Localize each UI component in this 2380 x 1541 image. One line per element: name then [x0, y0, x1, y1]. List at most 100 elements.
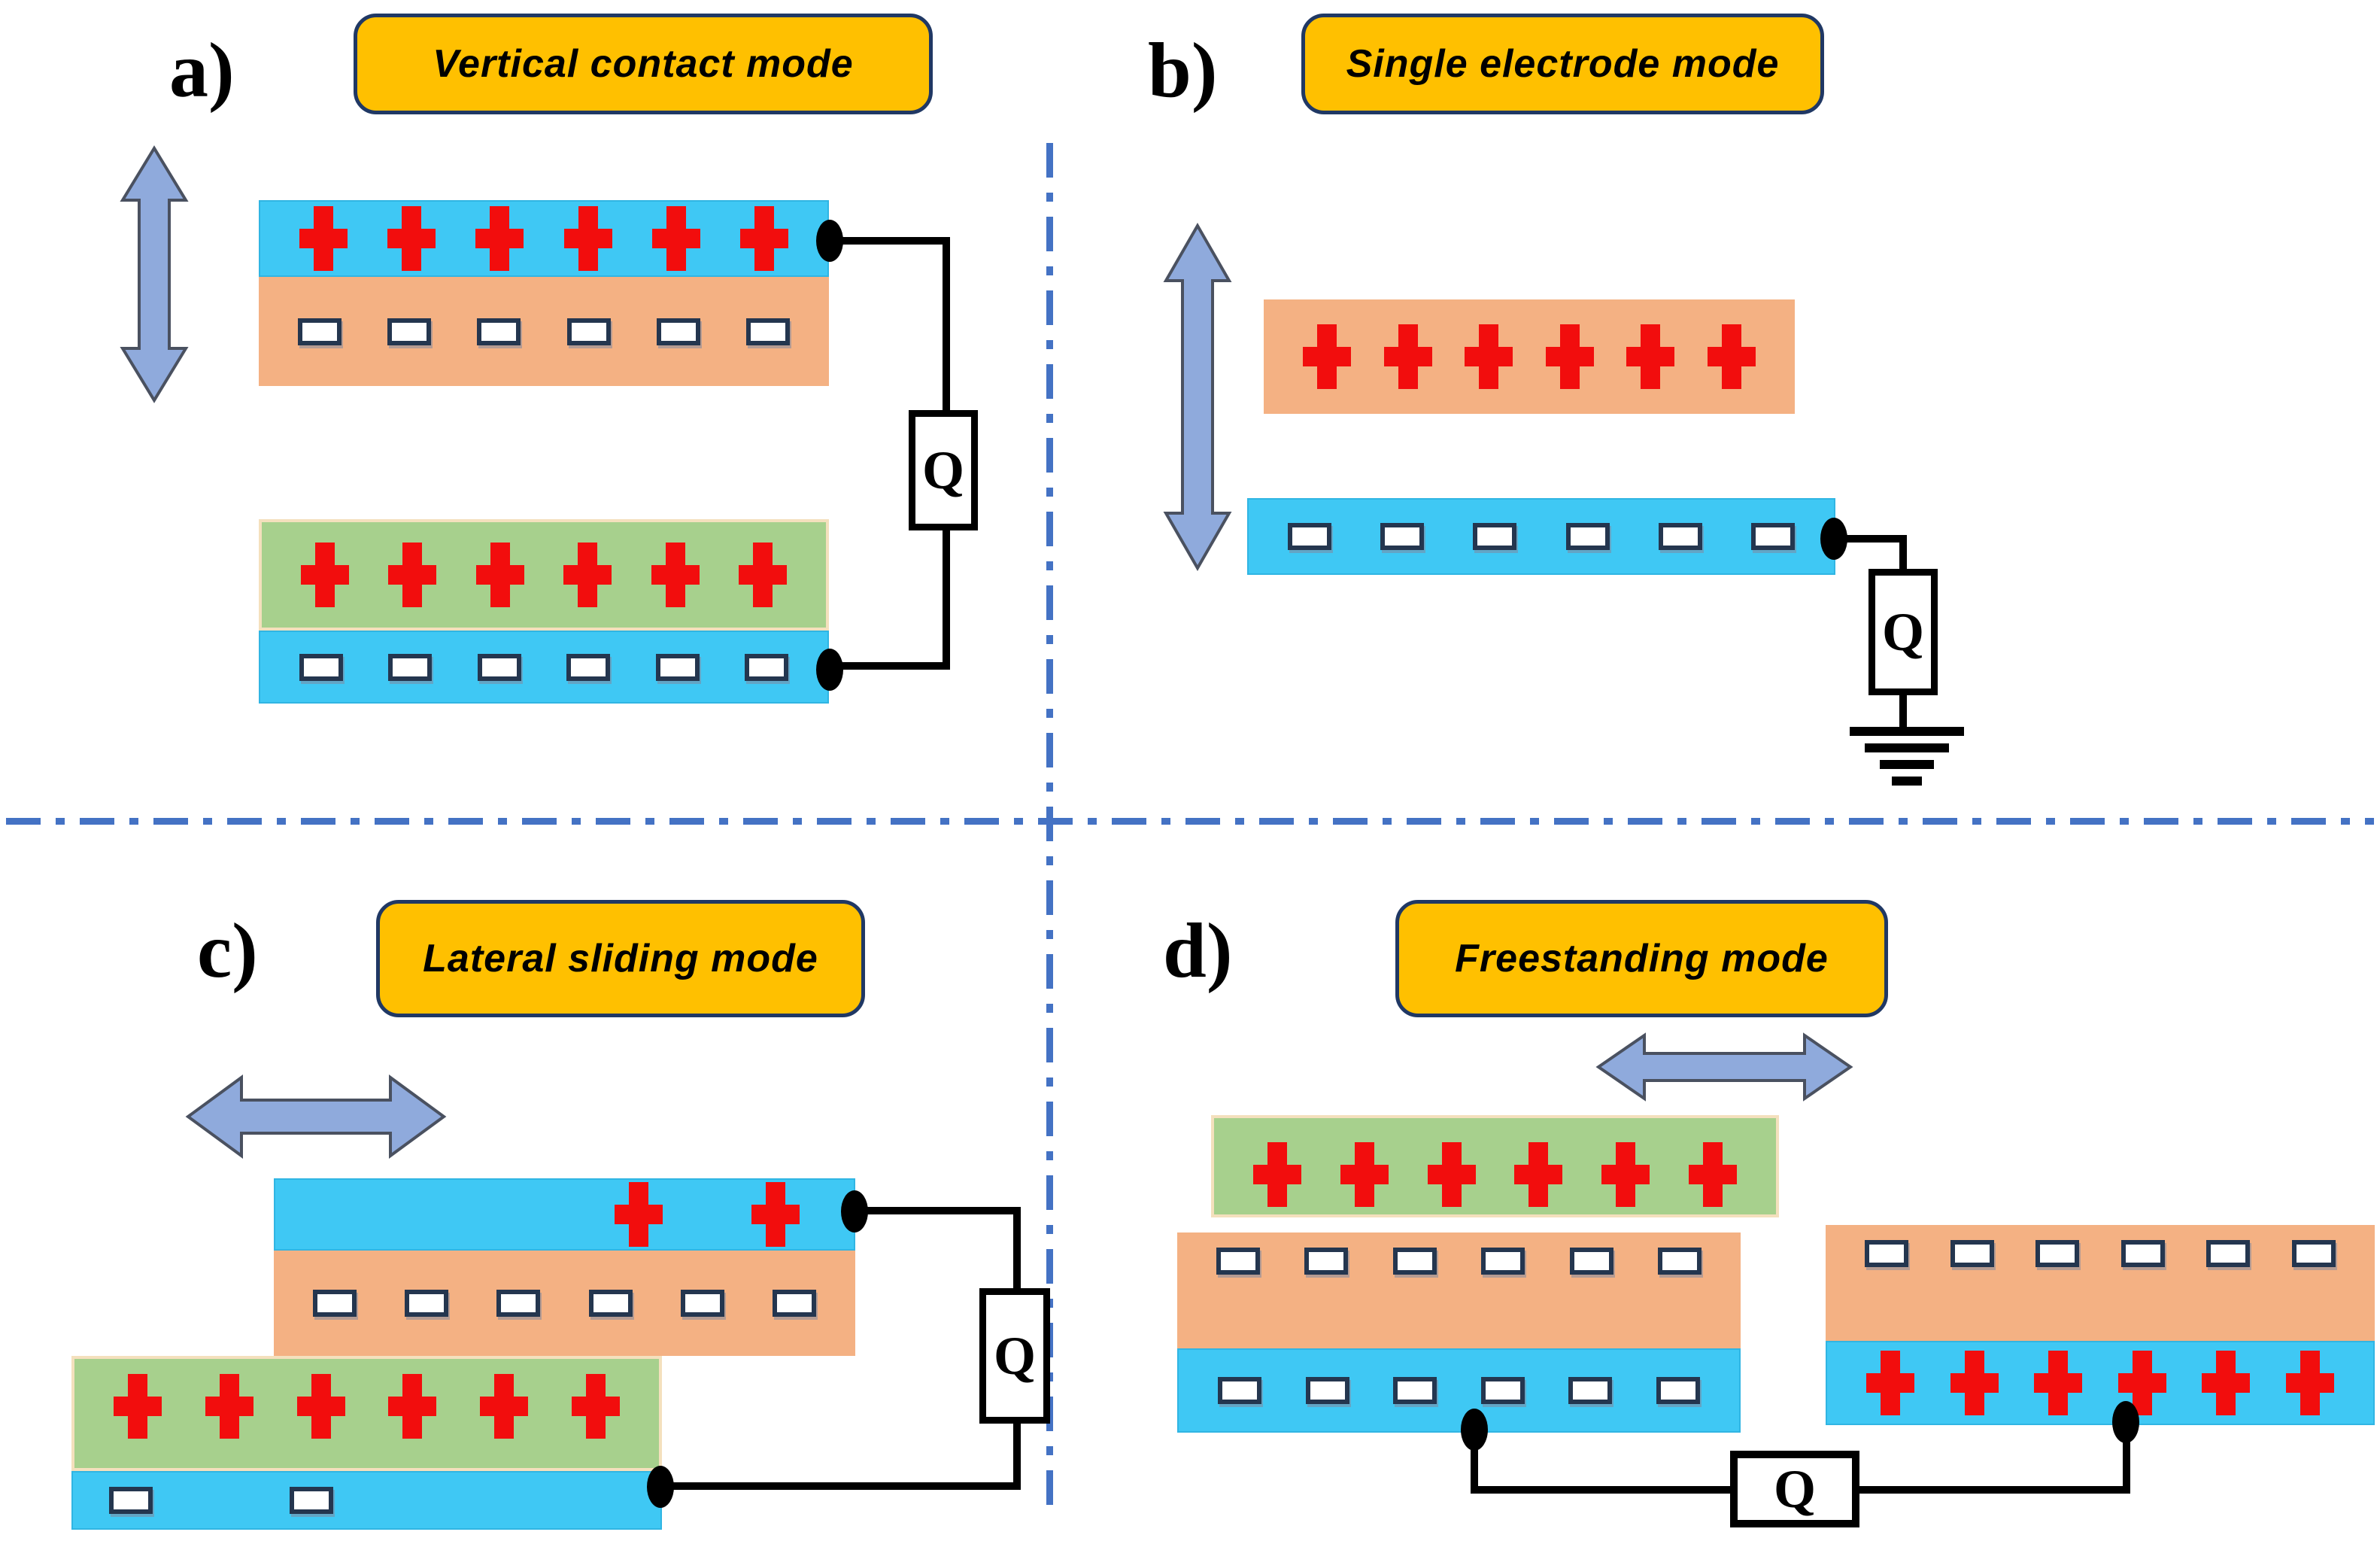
- wire-segment: [943, 527, 950, 670]
- positive-charge-icon: [114, 1374, 162, 1439]
- negative-charge-icon: [1392, 1248, 1437, 1275]
- panel-b-moving-dielectric: [1264, 299, 1795, 414]
- negative-charge-icon: [387, 318, 432, 345]
- positive-charge-icon: [563, 206, 612, 271]
- panel-c-top-electrode: [274, 1178, 855, 1251]
- negative-charge-icon: [405, 1290, 449, 1317]
- vertical-motion-arrow-icon: [120, 145, 189, 403]
- charge-row: [1827, 1342, 2373, 1424]
- panel-b-electrode: [1247, 498, 1835, 575]
- negative-charge-icon: [2291, 1240, 2336, 1267]
- negative-charge-icon: [2120, 1240, 2165, 1267]
- panel-c-label: c): [197, 907, 258, 994]
- positive-charge-icon: [475, 206, 524, 271]
- positive-charge-icon: [475, 543, 524, 607]
- negative-charge-icon: [388, 653, 433, 681]
- positive-charge-icon: [2285, 1351, 2334, 1415]
- panel-b-label: b): [1148, 27, 1218, 114]
- positive-charge-icon: [2117, 1351, 2166, 1415]
- positive-charge-icon: [1601, 1142, 1650, 1207]
- horizontal-divider-line: [6, 818, 2374, 825]
- panel-d-left-dielectric: [1177, 1232, 1741, 1348]
- charge-row: [73, 1473, 660, 1528]
- positive-charge-icon: [1626, 324, 1675, 389]
- negative-charge-icon: [477, 318, 521, 345]
- negative-charge-icon: [1480, 1377, 1525, 1404]
- negative-charge-icon: [1473, 523, 1517, 550]
- negative-charge-icon: [655, 653, 700, 681]
- panel-a-bottom-dielectric: [259, 519, 829, 631]
- positive-charge-icon: [388, 1374, 437, 1439]
- negative-charge-icon: [2206, 1240, 2251, 1267]
- negative-charge-icon: [1481, 1248, 1525, 1275]
- horizontal-motion-arrow-icon: [1595, 1032, 1853, 1102]
- positive-charge-icon: [296, 1374, 345, 1439]
- wire-segment: [1856, 1486, 2130, 1494]
- negative-charge-icon: [1393, 1377, 1437, 1404]
- wire-segment: [827, 237, 950, 245]
- charge-row: [1826, 1225, 2375, 1341]
- positive-charge-icon: [2034, 1351, 2083, 1415]
- charge-meter-label: Q: [921, 439, 964, 500]
- positive-charge-icon: [1545, 324, 1594, 389]
- negative-charge-icon: [588, 1290, 633, 1317]
- negative-charge-icon: [680, 1290, 724, 1317]
- positive-charge-icon: [1688, 1142, 1737, 1207]
- wire-segment: [1013, 1207, 1021, 1291]
- wire-segment: [827, 662, 950, 670]
- positive-charge-icon: [2202, 1351, 2251, 1415]
- negative-charge-icon: [298, 318, 342, 345]
- negative-charge-icon: [1380, 523, 1425, 550]
- panel-d-charge-meter: Q: [1730, 1451, 1859, 1527]
- positive-charge-icon: [301, 543, 349, 607]
- wire-segment: [1013, 1421, 1021, 1490]
- panel-a-bottom-electrode: [259, 631, 829, 704]
- panel-d-title-box: Freestanding mode: [1395, 900, 1888, 1017]
- terminal-node-icon: [647, 1466, 674, 1508]
- panel-d-right-dielectric: [1826, 1225, 2375, 1341]
- negative-charge-icon: [2035, 1240, 2080, 1267]
- wire-segment: [1471, 1430, 1478, 1494]
- charge-row: [1177, 1232, 1741, 1348]
- negative-charge-icon: [313, 1290, 357, 1317]
- panel-c-title-box: Lateral sliding mode: [376, 900, 865, 1017]
- panel-c-charge-meter: Q: [979, 1288, 1050, 1424]
- panel-a-charge-meter: Q: [909, 410, 978, 530]
- negative-charge-icon: [772, 1290, 816, 1317]
- wire-segment: [1471, 1486, 1734, 1494]
- negative-charge-icon: [1950, 1240, 1994, 1267]
- positive-charge-icon: [751, 1182, 800, 1247]
- wire-segment: [943, 237, 950, 414]
- positive-charge-icon: [651, 543, 700, 607]
- charge-row: [274, 1251, 855, 1356]
- negative-charge-icon: [1216, 1248, 1260, 1275]
- wire-segment: [1833, 535, 1907, 543]
- panel-d-label: d): [1163, 907, 1233, 994]
- negative-charge-icon: [496, 1290, 541, 1317]
- vertical-motion-arrow-icon: [1163, 222, 1232, 572]
- negative-charge-icon: [1569, 1248, 1613, 1275]
- panel-a-title: Vertical contact mode: [433, 42, 854, 86]
- charge-row: [259, 277, 829, 386]
- charge-row: [1179, 1350, 1739, 1431]
- charge-row: [1264, 299, 1795, 414]
- positive-charge-icon: [1340, 1142, 1389, 1207]
- panel-a-top-electrode: [259, 200, 829, 277]
- negative-charge-icon: [299, 653, 343, 681]
- wire-segment: [1899, 535, 1907, 573]
- terminal-node-icon: [816, 649, 843, 691]
- panel-c-bottom-electrode: [71, 1471, 662, 1530]
- negative-charge-icon: [1865, 1240, 1908, 1267]
- negative-charge-icon: [745, 318, 790, 345]
- negative-charge-icon: [1305, 1377, 1349, 1404]
- positive-charge-icon: [388, 543, 437, 607]
- ground-icon: [1847, 727, 1967, 789]
- charge-row: [275, 1180, 854, 1249]
- positive-charge-icon: [563, 543, 612, 607]
- negative-charge-icon: [1658, 523, 1702, 550]
- negative-charge-icon: [109, 1487, 153, 1514]
- positive-charge-icon: [571, 1374, 620, 1439]
- vertical-divider-line: [1046, 143, 1053, 1514]
- negative-charge-icon: [477, 653, 521, 681]
- positive-charge-icon: [299, 206, 348, 271]
